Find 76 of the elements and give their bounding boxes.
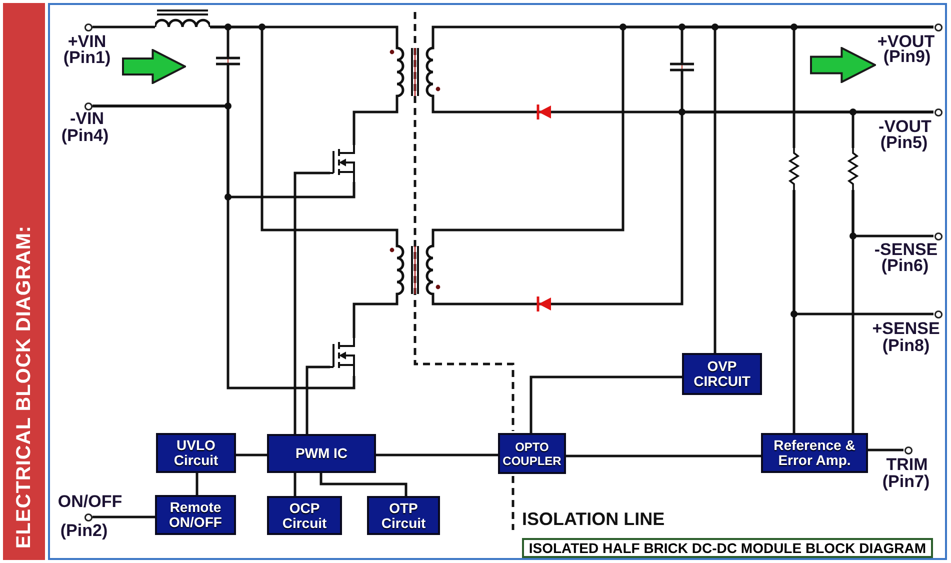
terminal-label: -VOUT [878, 118, 932, 135]
block-label: OVP CIRCUIT [692, 359, 752, 389]
wire [852, 110, 934, 148]
block-label: OCP Circuit [281, 500, 328, 530]
transformer-symbol [388, 44, 442, 100]
terminal-circle [934, 108, 942, 116]
terminal-circle [904, 446, 912, 454]
wire [376, 454, 498, 456]
terminal-label: +SENSE [872, 320, 940, 337]
diode-symbol [534, 103, 556, 121]
caption: ISOLATED HALF BRICK DC-DC MODULE BLOCK DIAGRAM [522, 538, 933, 558]
terminal-label: TRIM [886, 456, 928, 473]
wire [792, 190, 796, 433]
transistor-symbol [330, 145, 358, 182]
wire [92, 26, 155, 28]
wire [566, 454, 761, 458]
circuit-block [156, 433, 236, 473]
wire [294, 473, 296, 496]
pin-label: (Pin5) [880, 134, 928, 151]
pin-label: (Pin9) [883, 48, 931, 65]
block-label: PWM IC [295, 446, 348, 461]
block-label: Reference & Error Amp. [772, 438, 856, 468]
wire [352, 298, 398, 338]
circuit-block [682, 353, 762, 395]
block-label: Remote ON/OFF [168, 500, 223, 530]
wire [320, 473, 408, 496]
annotation-label: ISOLATION LINE [522, 509, 665, 529]
circuit-block [155, 495, 236, 535]
terminal-circle [934, 232, 942, 240]
resistor-symbol [846, 148, 860, 190]
terminal-label: +VOUT [877, 33, 935, 50]
terminal-circle [84, 22, 92, 32]
circuit-block [498, 433, 566, 474]
pin-label: (Pin2) [60, 522, 108, 539]
pin-label: (Pin7) [882, 473, 930, 490]
circuit-block [761, 433, 868, 473]
wire [352, 100, 398, 145]
wire [432, 298, 534, 306]
wire [210, 26, 398, 242]
block-label: OPTO COUPLER [502, 440, 562, 468]
wire [852, 190, 854, 433]
wire [868, 448, 904, 452]
circuit-block [267, 434, 376, 473]
wire [432, 100, 534, 114]
terminal-circle [84, 512, 92, 522]
terminal-label: -VIN [70, 110, 104, 127]
terminal-label: ON/OFF [58, 493, 122, 510]
transistor-symbol [330, 338, 358, 376]
capacitor-symbol [670, 56, 694, 78]
terminal-circle [934, 310, 942, 318]
transformer-symbol [388, 242, 442, 298]
block-label: UVLO Circuit [172, 438, 220, 468]
terminal-label: +VIN [68, 33, 106, 50]
terminal-label: -SENSE [874, 241, 938, 258]
wire [92, 516, 155, 518]
title: ELECTRICAL BLOCK DIAGRAM: [12, 224, 36, 551]
pin-label: (Pin8) [882, 337, 930, 354]
terminal-circle [84, 102, 92, 110]
wire [306, 366, 330, 434]
circuit-block [367, 496, 440, 535]
pin-label: (Pin4) [61, 127, 109, 144]
diode-symbol [534, 295, 556, 313]
wire [92, 104, 356, 390]
circuit-block [267, 496, 342, 535]
block-label: OTP Circuit [380, 500, 427, 530]
resistor-symbol [787, 148, 801, 190]
terminal-circle [934, 22, 942, 32]
wire [294, 172, 330, 434]
wire [196, 473, 198, 495]
inductor-symbol [155, 8, 210, 29]
pin-label: (Pin6) [881, 257, 929, 274]
wire [792, 26, 934, 148]
capacitor-symbol [216, 50, 240, 72]
pin-label: (Pin1) [63, 49, 111, 66]
wire [530, 376, 682, 433]
wire [236, 454, 267, 456]
